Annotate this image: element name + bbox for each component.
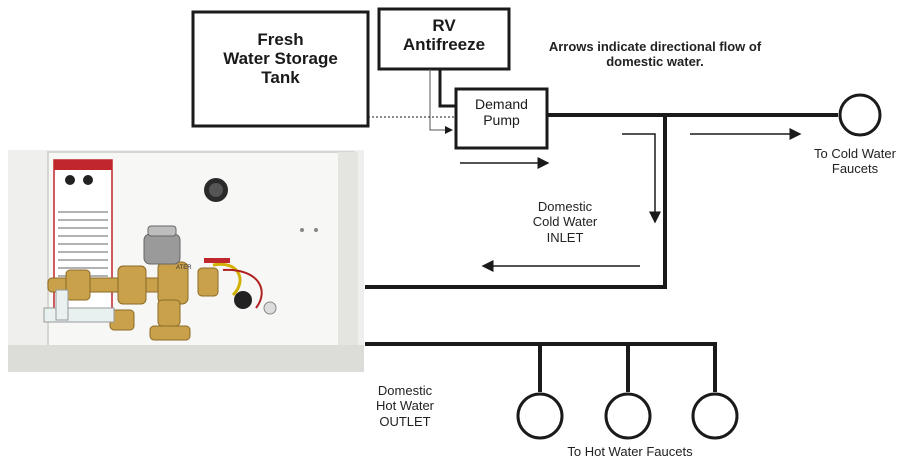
hot-faucet-circle-3 bbox=[693, 394, 737, 438]
cold-inlet-line-1: Domestic bbox=[510, 199, 620, 214]
cold-inlet-label: Domestic Cold Water INLET bbox=[510, 199, 620, 245]
water-heater-photo: ATER bbox=[8, 150, 364, 372]
pump-label-line-1: Demand bbox=[456, 97, 547, 113]
tank-label-line-2: Water Storage bbox=[193, 49, 368, 68]
flow-note: Arrows indicate directional flow of dome… bbox=[530, 39, 780, 70]
cold-faucet-circle bbox=[840, 95, 880, 135]
hot-outlet-label: Domestic Hot Water OUTLET bbox=[353, 383, 457, 429]
hot-faucets-text: To Hot Water Faucets bbox=[520, 444, 740, 459]
hot-outlet-line-1: Domestic bbox=[353, 383, 457, 398]
cold-faucets-label: To Cold Water Faucets bbox=[800, 146, 910, 177]
flow-note-line-1: Arrows indicate directional flow of bbox=[530, 39, 780, 54]
cold-inlet-line-3: INLET bbox=[510, 230, 620, 245]
down-arrow bbox=[622, 134, 655, 222]
cold-faucets-line-1: To Cold Water bbox=[800, 146, 910, 161]
hot-faucet-circle-2 bbox=[606, 394, 650, 438]
antifreeze-label-line-2: Antifreeze bbox=[379, 35, 509, 54]
tank-label: Fresh Water Storage Tank bbox=[193, 30, 368, 87]
hot-outlet-line-2: Hot Water bbox=[353, 398, 457, 413]
hot-outlet-line-3: OUTLET bbox=[353, 414, 457, 429]
pump-label: Demand Pump bbox=[456, 97, 547, 128]
pump-label-line-2: Pump bbox=[456, 113, 547, 129]
flow-note-line-2: domestic water. bbox=[530, 54, 780, 69]
tank-label-line-3: Tank bbox=[193, 68, 368, 87]
hot-faucet-circle-1 bbox=[518, 394, 562, 438]
photo-label-text: ATER bbox=[176, 265, 192, 271]
cold-faucets-line-2: Faucets bbox=[800, 161, 910, 176]
cold-inlet-line-2: Cold Water bbox=[510, 214, 620, 229]
antifreeze-connector bbox=[440, 69, 456, 106]
antifreeze-label: RV Antifreeze bbox=[379, 16, 509, 54]
hot-faucets-label: To Hot Water Faucets bbox=[520, 444, 740, 459]
tank-label-line-1: Fresh bbox=[193, 30, 368, 49]
antifreeze-label-line-1: RV bbox=[379, 16, 509, 35]
